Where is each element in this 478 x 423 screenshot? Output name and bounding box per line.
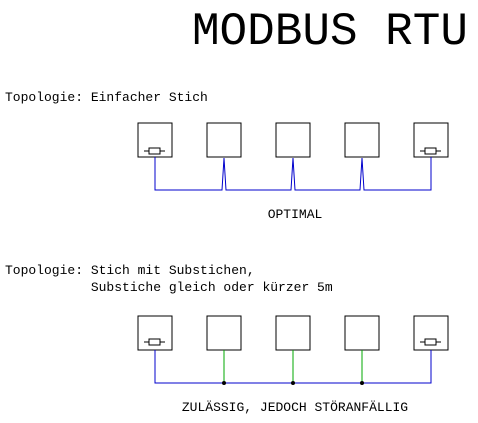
termination-resistor-icon: [420, 338, 441, 346]
topology-label-2-line-1: Topologie: Stich mit Substichen,: [5, 263, 255, 278]
node-1-3: [275, 122, 311, 158]
diagram-2: [137, 315, 449, 385]
rating-label-2: ZULÄSSIG, JEDOCH STÖRANFÄLLIG: [181, 400, 409, 415]
topology-label-1: Topologie: Einfacher Stich: [5, 90, 208, 105]
termination-resistor-icon: [420, 147, 441, 155]
termination-resistor-icon: [144, 147, 165, 155]
node-1-4: [344, 122, 380, 158]
page-title: MODBUS RTU: [191, 6, 468, 58]
bus-line-1: [154, 157, 432, 191]
junction-dot: [360, 381, 364, 385]
diagram-1: [137, 122, 449, 191]
junction-dot: [222, 381, 226, 385]
junction-dot: [291, 381, 295, 385]
rating-label-1: OPTIMAL: [267, 207, 323, 222]
topology-label-2-line-2: Substiche gleich oder kürzer 5m: [5, 280, 333, 295]
node-2-2: [206, 315, 242, 351]
node-2-3: [275, 315, 311, 351]
termination-resistor-icon: [144, 338, 165, 346]
node-2-4: [344, 315, 380, 351]
node-1-2: [206, 122, 242, 158]
